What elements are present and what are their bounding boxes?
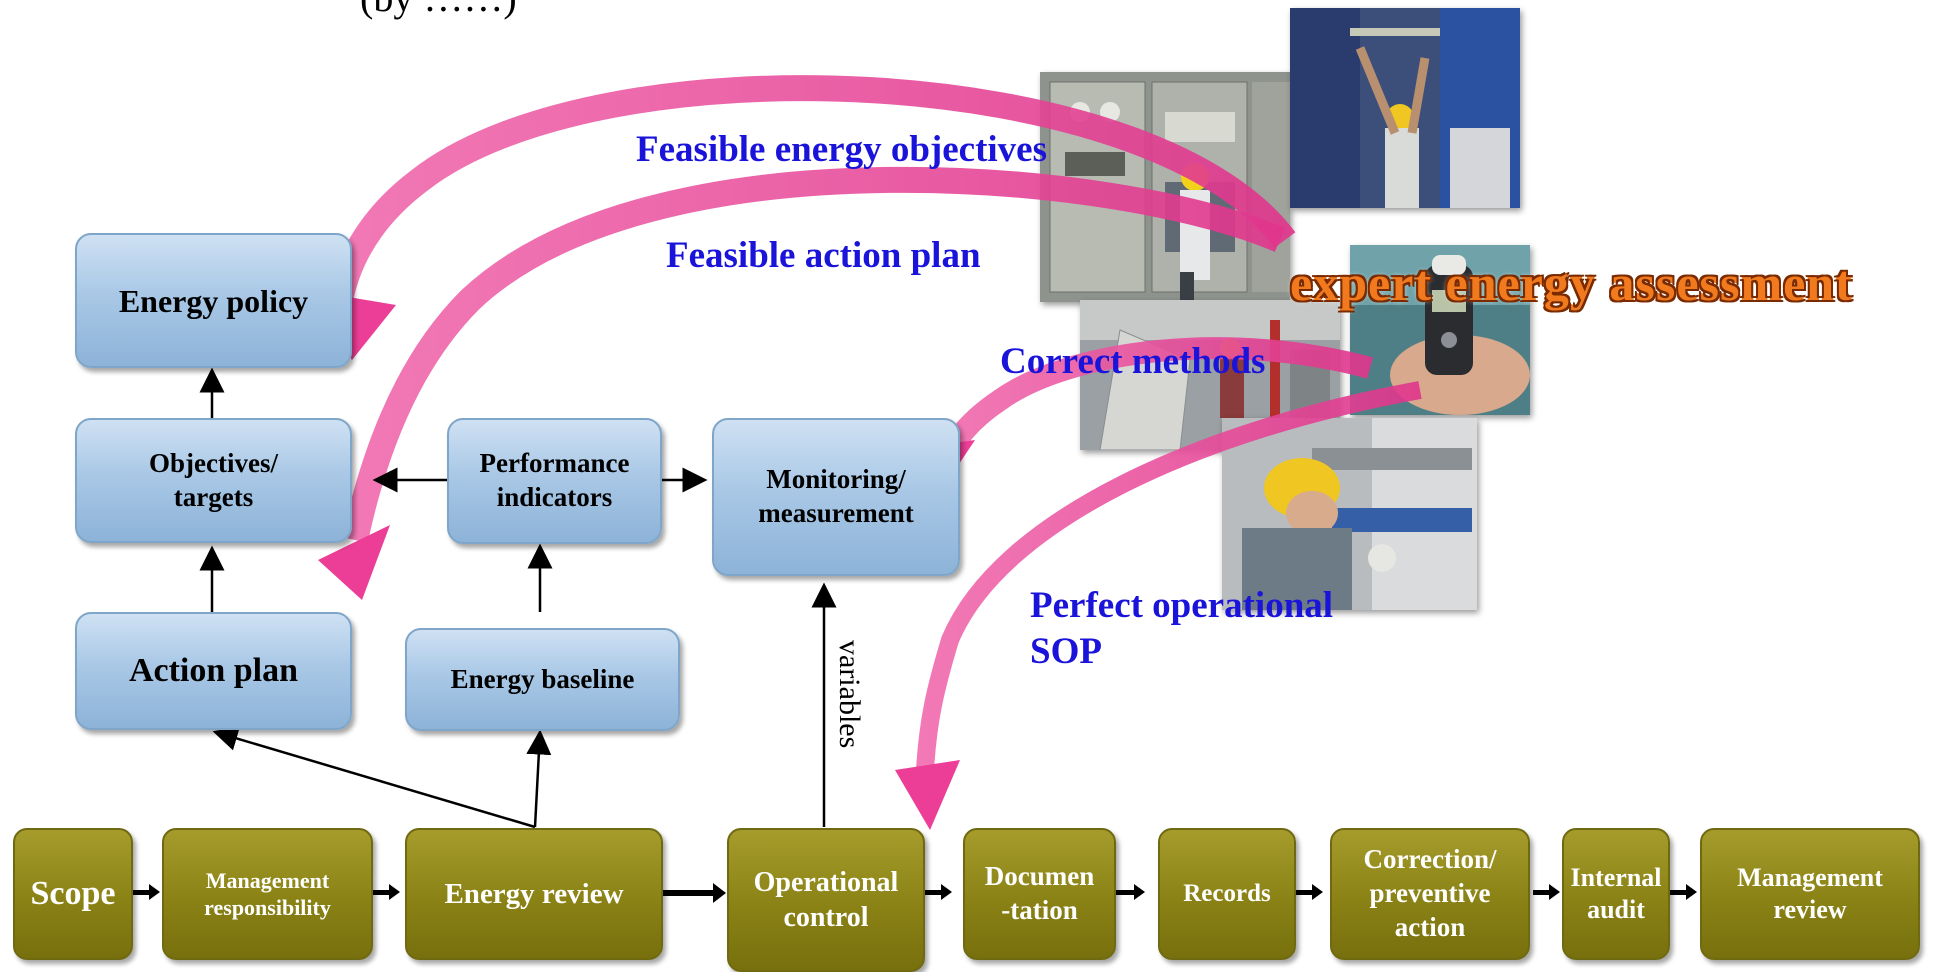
action-plan-label: Action plan	[128, 651, 299, 689]
flow-box-scope: Scope	[13, 828, 133, 960]
photo-overhead-work-icon	[1290, 8, 1520, 208]
perfect-sop-label-line1: Perfect operational	[1030, 585, 1334, 626]
photo-valve-worker-icon	[1222, 418, 1477, 610]
monitoring-label: Monitoring/ measurement	[758, 464, 914, 528]
flow-box-internal-audit: Internal audit	[1562, 828, 1670, 960]
flow-arrows	[133, 883, 1697, 903]
internal-audit-label: Internal audit	[1570, 862, 1662, 925]
objectives-box: Objectives/ targets	[75, 418, 352, 543]
documentation-label: Documen -tation	[984, 861, 1095, 925]
performance-indicators-box: Performance indicators	[447, 418, 662, 544]
flow-box-records: Records	[1158, 828, 1296, 960]
energy-review-label: Energy review	[444, 877, 624, 910]
objectives-label: Objectives/ targets	[149, 447, 278, 512]
feasible-objectives-label: Feasible energy objectives	[636, 129, 1047, 170]
photo-light-meter-icon	[1350, 245, 1530, 415]
flow-box-operational-control: Operational control	[727, 828, 925, 972]
records-label: Records	[1183, 880, 1271, 908]
monitoring-box: Monitoring/ measurement	[712, 418, 960, 576]
correction-label: Correction/ preventive action	[1363, 844, 1497, 942]
variables-label: variables	[833, 640, 866, 749]
action-plan-box: Action plan	[75, 612, 352, 730]
top-caption-fragment: (by ……)	[360, 0, 517, 21]
operational-control-label: Operational control	[753, 867, 899, 933]
energy-baseline-box: Energy baseline	[405, 628, 680, 731]
black-connectors	[199, 367, 837, 829]
flow-box-correction: Correction/ preventive action	[1330, 828, 1530, 960]
correct-methods-label: Correct methods	[1000, 341, 1266, 382]
energy-policy-label: Energy policy	[118, 282, 309, 319]
performance-indicators-label: Performance indicators	[479, 448, 630, 512]
management-review-label: Management review	[1737, 862, 1883, 925]
flow-box-management-review: Management review	[1700, 828, 1920, 960]
management-responsibility-label: Management responsibility	[204, 867, 331, 921]
perfect-sop-label-line2: SOP	[1030, 631, 1102, 672]
feasible-action-plan-label: Feasible action plan	[666, 235, 981, 276]
flow-box-management-responsibility: Management responsibility	[162, 828, 373, 960]
energy-baseline-label: Energy baseline	[450, 663, 635, 694]
flow-box-documentation: Documen -tation	[963, 828, 1116, 960]
pink-arrow-sop	[895, 381, 1422, 830]
expert-energy-assessment-label: expert energy assessment	[1290, 255, 1853, 311]
pink-arrow-action-plan	[318, 166, 1286, 600]
flow-box-energy-review: Energy review	[405, 828, 663, 960]
energy-policy-box: Energy policy	[75, 233, 352, 368]
scope-label: Scope	[30, 874, 116, 912]
